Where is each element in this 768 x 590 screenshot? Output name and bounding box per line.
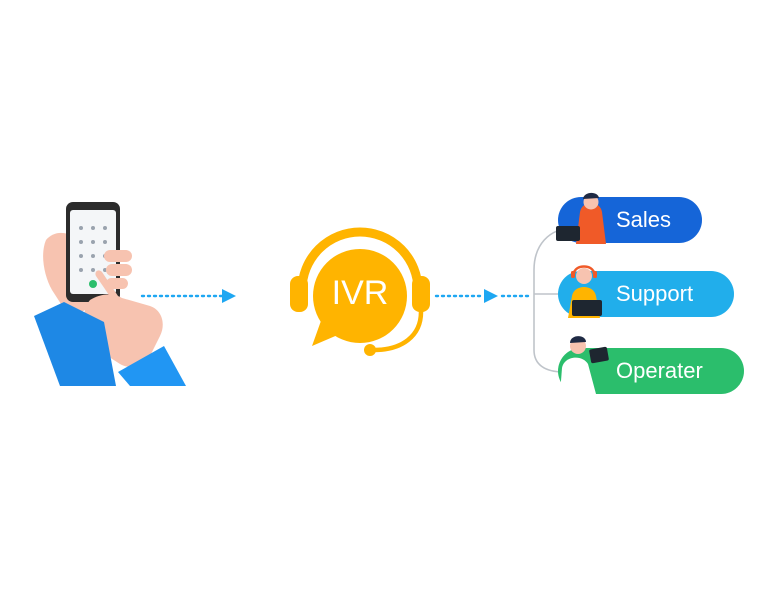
pointing-finger: [95, 270, 118, 300]
keypad-dots: [79, 226, 107, 272]
ivr-label: IVR: [331, 274, 389, 312]
sales-label: Sales: [616, 207, 672, 232]
support-agent-avatar: [568, 265, 602, 318]
tablet-icon: [589, 346, 609, 364]
caller-phone-illustration: [34, 202, 186, 386]
right-ear-cup: [412, 276, 430, 312]
left-ear-cup: [290, 276, 308, 312]
laptop-icon: [556, 226, 580, 241]
operater-agent-avatar: [560, 336, 609, 394]
call-button-icon: [89, 280, 97, 288]
support-label: Support: [616, 281, 694, 306]
mic-boom: [371, 309, 424, 353]
sales-agent-avatar: [556, 192, 606, 244]
arrow-ivr-to-destinations: [434, 289, 534, 303]
phone-screen: [70, 210, 116, 294]
headset-band: [297, 227, 423, 295]
microphone-icon: [364, 344, 376, 356]
finger-2: [106, 264, 132, 276]
right-sleeve: [118, 346, 186, 386]
speech-bubble-tail: [312, 318, 340, 346]
finger-1: [104, 250, 132, 262]
speech-bubble: [313, 249, 407, 343]
left-sleeve: [34, 302, 116, 386]
operater-label: Operater: [616, 358, 703, 383]
ivr-hub: [290, 227, 430, 356]
laptop-icon: [572, 300, 602, 316]
arrow-caller-to-ivr: [140, 289, 236, 303]
